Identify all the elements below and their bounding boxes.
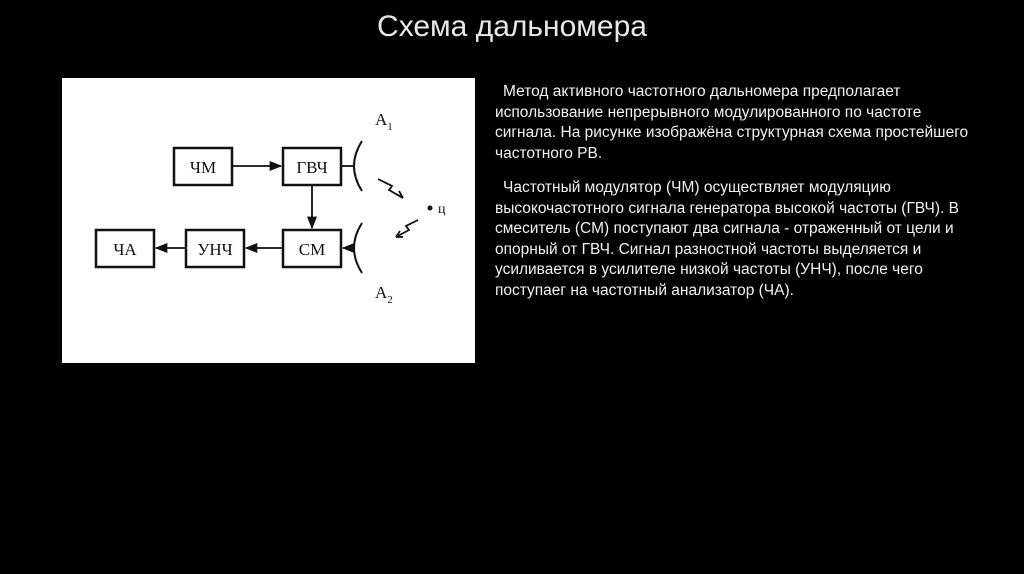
lfa-block-label: УНЧ — [197, 240, 232, 259]
slide-title: Схема дальномера — [377, 10, 647, 43]
description-text: Метод активного частотного дальномера пр… — [495, 82, 970, 315]
mixer-block-label: СМ — [299, 240, 325, 259]
receive-wave-arrowhead — [395, 230, 403, 238]
fm-block-label: ЧМ — [190, 158, 216, 177]
paragraph-2: Частотный модулятор (ЧМ) осуществляет мо… — [495, 179, 959, 299]
target-dot — [427, 205, 433, 211]
antenna-top-label: A1 — [375, 110, 393, 133]
antenna-bottom-icon — [353, 222, 363, 274]
lfa-block: УНЧ — [184, 228, 246, 269]
transmit-wave-arrowhead — [395, 190, 404, 199]
fa-block-label: ЧА — [113, 240, 137, 259]
target-label: ц — [438, 202, 446, 217]
diagram-svg: ЧМ ГВЧ СМ УНЧ ЧА A1 — [94, 110, 446, 306]
paragraph-1: Метод активного частотного дальномера пр… — [495, 83, 969, 162]
ghf-block: ГВЧ — [281, 146, 343, 187]
ghf-block-label: ГВЧ — [296, 158, 327, 177]
mixer-block: СМ — [281, 228, 343, 269]
fm-block: ЧМ — [172, 146, 234, 187]
block-diagram: ЧМ ГВЧ СМ УНЧ ЧА A1 — [62, 78, 475, 363]
receive-wave-icon — [395, 219, 419, 238]
antenna-top-icon — [353, 140, 363, 192]
antenna-bottom-label: A2 — [375, 283, 393, 306]
fa-block: ЧА — [94, 228, 156, 269]
